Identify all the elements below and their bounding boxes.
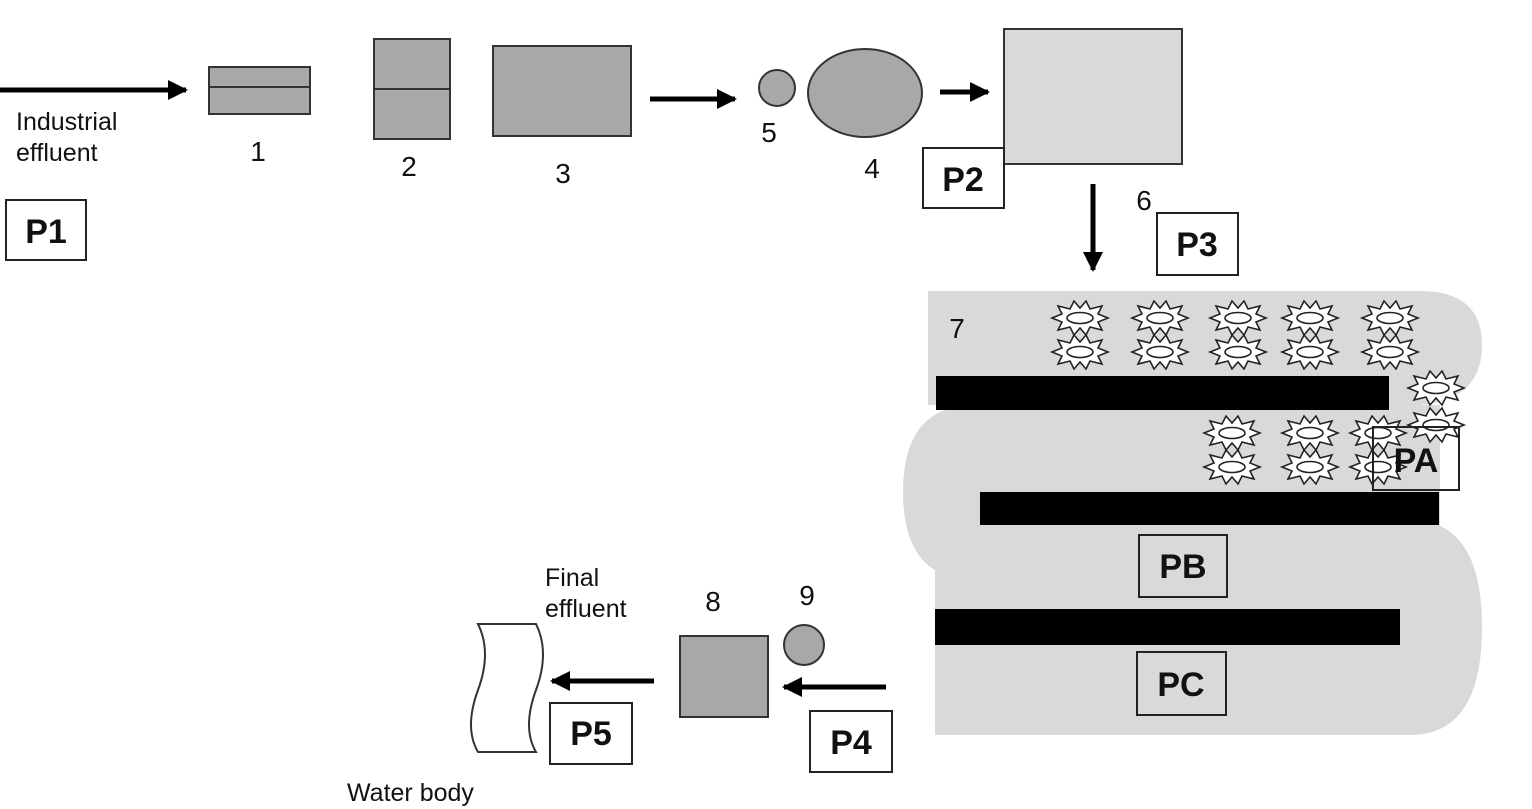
industrial-effluent-label: Industrial xyxy=(16,108,117,136)
unit-9-circle xyxy=(783,624,825,666)
baffle-1 xyxy=(936,376,1389,410)
sampling-point-p1: P1 xyxy=(25,213,67,251)
unit-5-circle xyxy=(758,69,796,107)
unit-3-tank xyxy=(492,45,632,137)
serpentine-reactor xyxy=(903,291,1482,735)
sampling-point-p1-box xyxy=(5,199,87,261)
unit-7-label: 7 xyxy=(949,313,965,344)
industrial-effluent-label-line2: effluent xyxy=(16,139,98,167)
water-body-label: Water body xyxy=(347,779,474,807)
unit-1-label: 1 xyxy=(250,136,266,167)
sampling-point-p2-box xyxy=(922,147,1005,209)
unit-8-label: 8 xyxy=(705,586,721,617)
final-effluent-label-line2: effluent xyxy=(545,595,627,623)
baffle-3 xyxy=(935,609,1400,645)
sampling-point-p5: P5 xyxy=(570,715,612,753)
sampling-point-pa: PA xyxy=(1394,442,1439,480)
final-effluent-label: Final xyxy=(545,564,599,592)
unit-6-label: 6 xyxy=(1136,185,1152,216)
unit-8-tank xyxy=(679,635,769,718)
sampling-point-p3: P3 xyxy=(1176,226,1218,264)
sampling-point-pb: PB xyxy=(1159,548,1206,586)
sampling-point-p4: P4 xyxy=(830,724,872,762)
sampling-point-pb-box xyxy=(1138,534,1228,598)
equalization-tank xyxy=(1003,28,1183,165)
unit-4-label: 4 xyxy=(864,153,880,184)
unit-3-label: 3 xyxy=(555,158,571,189)
unit-2-label: 2 xyxy=(401,151,417,182)
sampling-point-pc: PC xyxy=(1157,666,1204,704)
unit-5-label: 5 xyxy=(761,117,777,148)
unit-4-ellipse xyxy=(807,48,923,138)
unit-1-screen xyxy=(208,66,311,115)
baffle-2 xyxy=(980,492,1439,525)
sampling-point-p3-box xyxy=(1156,212,1239,276)
sampling-point-p5-box xyxy=(549,702,633,765)
water-body-shape xyxy=(470,623,544,753)
sampling-point-p2: P2 xyxy=(942,161,984,199)
sampling-point-pc-box xyxy=(1136,651,1227,716)
sampling-point-pa-box xyxy=(1372,426,1460,491)
unit-9-label: 9 xyxy=(799,580,815,611)
sampling-point-p4-box xyxy=(809,710,893,773)
